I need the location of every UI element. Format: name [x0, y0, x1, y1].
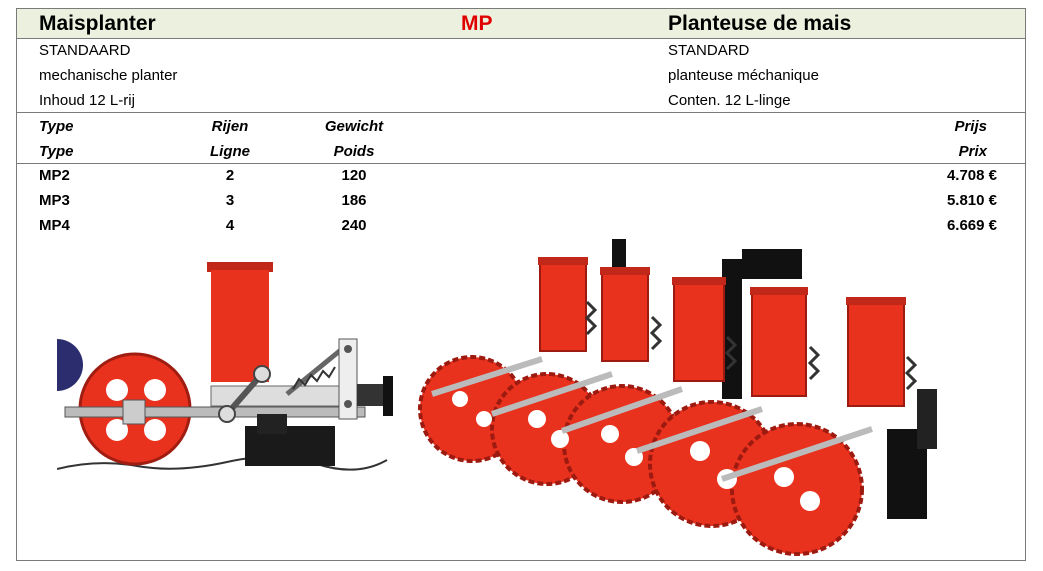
cell-type: MP3 [39, 192, 70, 209]
desc-fr-line-3: Conten. 12 L-linge [668, 92, 791, 109]
cell-price: 5.810 € [946, 192, 997, 209]
cell-rows: 2 [225, 167, 235, 184]
title-french: Planteuse de mais [668, 12, 852, 35]
cell-weight: 120 [341, 167, 367, 184]
title-dutch: Maisplanter [39, 12, 156, 35]
desc-nl-line-1: STANDAARD [39, 42, 131, 59]
cell-rows: 3 [225, 192, 235, 209]
divider-table-header [17, 163, 1025, 164]
cell-type: MP4 [39, 217, 70, 234]
header-weight-nl: Gewicht [324, 118, 384, 135]
header-price-nl: Prijs [954, 118, 987, 135]
desc-nl-line-2: mechanische planter [39, 67, 178, 84]
cell-price: 6.669 € [946, 217, 997, 234]
desc-fr-line-1: STANDARD [668, 42, 750, 59]
planter-four-row-illustration [418, 239, 937, 556]
cell-rows: 4 [225, 217, 235, 234]
header-type-fr: Type [39, 143, 74, 160]
price-sheet: Maisplanter MP Planteuse de mais STANDAA… [16, 8, 1026, 561]
header-price-fr: Prix [958, 143, 987, 160]
cell-weight: 240 [341, 217, 367, 234]
header-rows-nl: Rijen [211, 118, 249, 135]
divider-description [17, 112, 1025, 113]
product-code: MP [461, 12, 493, 35]
planter-side-view-illustration [57, 262, 393, 471]
cell-price: 4.708 € [946, 167, 997, 184]
cell-type: MP2 [39, 167, 70, 184]
header-type-nl: Type [39, 118, 74, 135]
cell-weight: 186 [341, 192, 367, 209]
header-weight-fr: Poids [333, 143, 375, 160]
desc-nl-line-3: Inhoud 12 L-rij [39, 92, 135, 109]
desc-fr-line-2: planteuse méchanique [668, 67, 819, 84]
header-bar: Maisplanter MP Planteuse de mais [17, 9, 1025, 39]
header-rows-fr: Ligne [210, 143, 250, 160]
